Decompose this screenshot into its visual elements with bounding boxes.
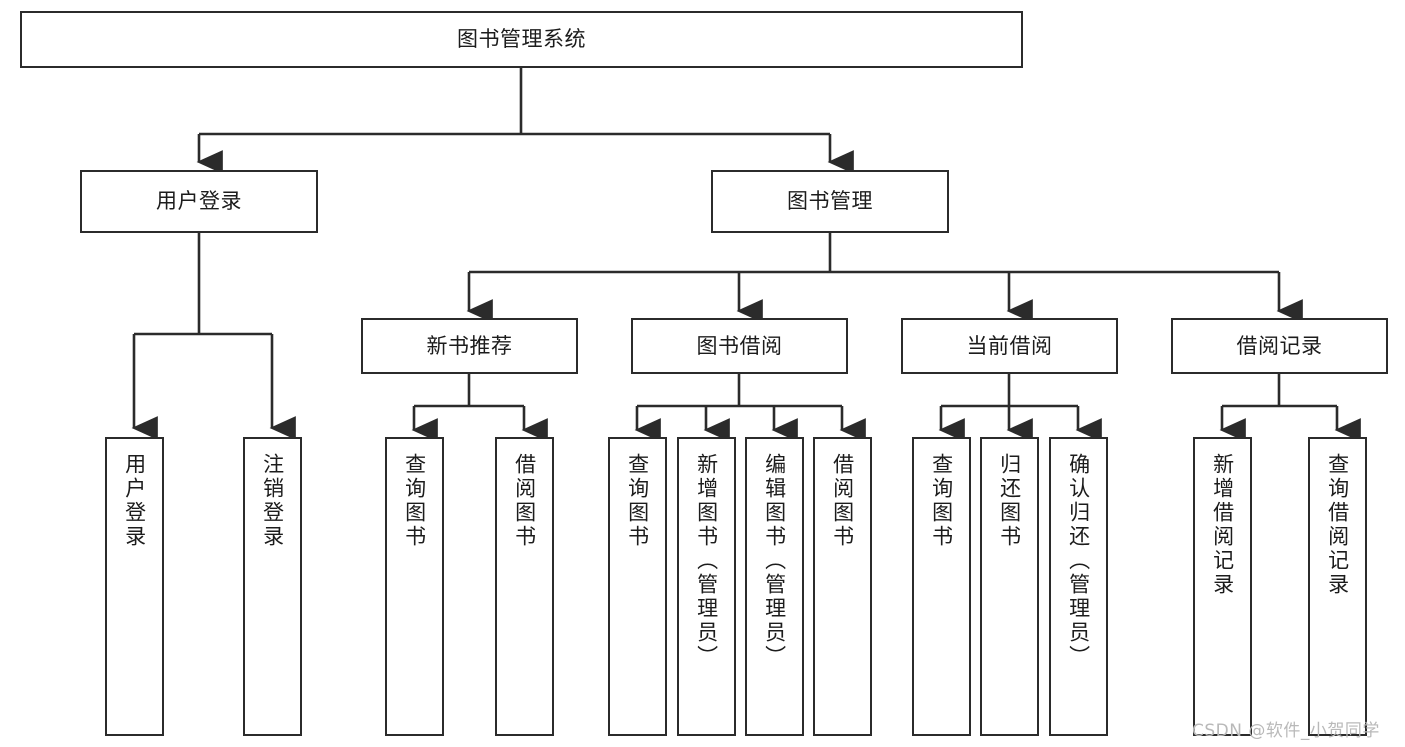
node-label: 查询图书 <box>929 453 954 549</box>
node-label: 用户登录 <box>156 189 242 214</box>
leaf-user-login-logout[interactable]: 注销登录 <box>243 437 302 736</box>
node-label: 当前借阅 <box>966 333 1053 358</box>
node-label: 新增图书（管理员） <box>694 453 719 669</box>
node-label: 编辑图书（管理员） <box>762 453 787 669</box>
leaf-borrow-record-query[interactable]: 查询借阅记录 <box>1308 437 1367 736</box>
node-label: 查询图书 <box>402 453 427 549</box>
leaf-book-borrow-query[interactable]: 查询图书 <box>608 437 667 736</box>
leaf-current-borrow-return[interactable]: 归还图书 <box>980 437 1039 736</box>
leaf-new-book-query[interactable]: 查询图书 <box>385 437 444 736</box>
node-label: 借阅记录 <box>1236 333 1323 358</box>
node-label: 图书管理 <box>787 189 873 214</box>
leaf-book-borrow-borrow[interactable]: 借阅图书 <box>813 437 872 736</box>
leaf-borrow-record-add[interactable]: 新增借阅记录 <box>1193 437 1252 736</box>
node-label: 图书管理系统 <box>457 27 586 52</box>
node-label: 图书借阅 <box>696 333 783 358</box>
node-book-borrow[interactable]: 图书借阅 <box>631 318 848 374</box>
node-label: 用户登录 <box>122 453 147 549</box>
node-new-book-recommend[interactable]: 新书推荐 <box>361 318 578 374</box>
node-label: 查询借阅记录 <box>1325 453 1350 597</box>
leaf-current-borrow-query[interactable]: 查询图书 <box>912 437 971 736</box>
node-label: 新书推荐 <box>426 333 513 358</box>
leaf-book-borrow-add[interactable]: 新增图书（管理员） <box>677 437 736 736</box>
leaf-book-borrow-edit[interactable]: 编辑图书（管理员） <box>745 437 804 736</box>
node-root-book-management-system[interactable]: 图书管理系统 <box>20 11 1023 68</box>
node-label: 查询图书 <box>625 453 650 549</box>
node-current-borrow[interactable]: 当前借阅 <box>901 318 1118 374</box>
leaf-new-book-borrow[interactable]: 借阅图书 <box>495 437 554 736</box>
node-label: 注销登录 <box>260 453 285 549</box>
node-label: 确认归还（管理员） <box>1066 453 1091 669</box>
node-book-management[interactable]: 图书管理 <box>711 170 949 233</box>
leaf-user-login-login[interactable]: 用户登录 <box>105 437 164 736</box>
node-label: 归还图书 <box>997 453 1022 549</box>
leaf-current-borrow-confirm[interactable]: 确认归还（管理员） <box>1049 437 1108 736</box>
node-user-login[interactable]: 用户登录 <box>80 170 318 233</box>
node-label: 新增借阅记录 <box>1210 453 1235 597</box>
node-borrow-record[interactable]: 借阅记录 <box>1171 318 1388 374</box>
node-label: 借阅图书 <box>512 453 537 549</box>
node-label: 借阅图书 <box>830 453 855 549</box>
